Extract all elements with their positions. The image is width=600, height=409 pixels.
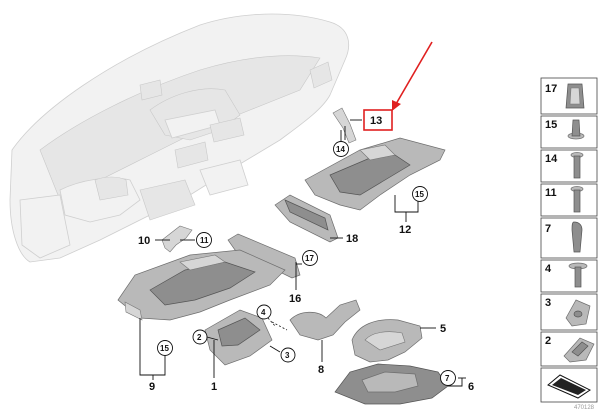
part-13-bracket <box>332 107 357 144</box>
spring-clip-icon <box>563 337 595 363</box>
flange-screw-icon <box>568 262 588 288</box>
callout-18: 18 <box>346 233 358 245</box>
callout-2: 2 <box>197 333 202 342</box>
callout-17: 17 <box>305 254 314 263</box>
legend-number-11: 11 <box>545 187 557 199</box>
callout-16: 16 <box>289 293 301 305</box>
part-10-bracket <box>161 225 193 253</box>
screw-icon <box>570 152 584 179</box>
part-12-panel <box>304 137 446 211</box>
part-5-shroud-upper <box>351 319 423 363</box>
callout-3-a: 3 <box>285 351 290 360</box>
callout-1: 1 <box>211 381 217 393</box>
part-13-highlight-box <box>363 109 393 131</box>
legend-number-17: 17 <box>545 83 557 95</box>
screw-icon <box>570 186 584 213</box>
leader-lines <box>139 119 466 387</box>
callout-15-circle-bottom <box>157 340 173 356</box>
callout-10: 10 <box>138 235 150 247</box>
callout-12: 12 <box>399 224 411 236</box>
expanding-rivet-icon <box>567 119 585 140</box>
callout-8: 8 <box>318 364 324 376</box>
callout-13: 13 <box>370 115 382 127</box>
callout-6: 6 <box>468 381 474 393</box>
legend-number-7: 7 <box>545 223 551 235</box>
callout-4-circle <box>256 304 272 320</box>
callout-15-circle-top <box>412 186 428 202</box>
callout-7: 7 <box>445 374 450 383</box>
callout-15-top: 15 <box>415 190 424 199</box>
callout-14: 14 <box>336 145 345 154</box>
part-6-shroud-lower <box>334 363 449 405</box>
callout-11: 11 <box>200 236 209 245</box>
legend-number-14: 14 <box>545 153 558 165</box>
callout-17-circle <box>302 250 318 266</box>
fastener-legend: 17 15 14 11 7 <box>540 77 598 409</box>
callout-9: 9 <box>149 381 155 393</box>
legend-number-15: 15 <box>545 119 557 131</box>
callout-5: 5 <box>440 323 446 335</box>
callout-15-bottom: 15 <box>160 344 169 353</box>
part-16-strip <box>227 233 301 279</box>
part-1-glove-box <box>204 309 273 366</box>
part-9-trim-panel <box>117 249 286 321</box>
clip-icon <box>565 83 585 109</box>
callout-labels: 13 14 15 12 18 10 11 17 16 4 2 3 3 15 9 … <box>138 109 474 393</box>
callout-3-circle-a <box>280 347 296 363</box>
nut-clip-icon <box>565 299 591 327</box>
highlight-arrow <box>392 41 433 111</box>
callout-2-circle <box>192 329 208 345</box>
figure-id: 470128 <box>574 405 595 409</box>
legend-number-3: 3 <box>545 297 551 309</box>
callout-4: 4 <box>261 308 266 317</box>
legend-number-2: 2 <box>545 335 551 347</box>
legend-number-4: 4 <box>545 263 552 275</box>
callout-11-circle <box>196 232 212 248</box>
part-18-panel <box>274 194 339 243</box>
callout-14-circle <box>333 141 349 157</box>
part-8-curved-trim <box>289 299 361 341</box>
dashboard-illustration <box>9 13 350 263</box>
grommet-icon <box>571 221 583 253</box>
gasket-profile-icon <box>547 374 591 399</box>
callout-7-circle <box>440 370 456 386</box>
